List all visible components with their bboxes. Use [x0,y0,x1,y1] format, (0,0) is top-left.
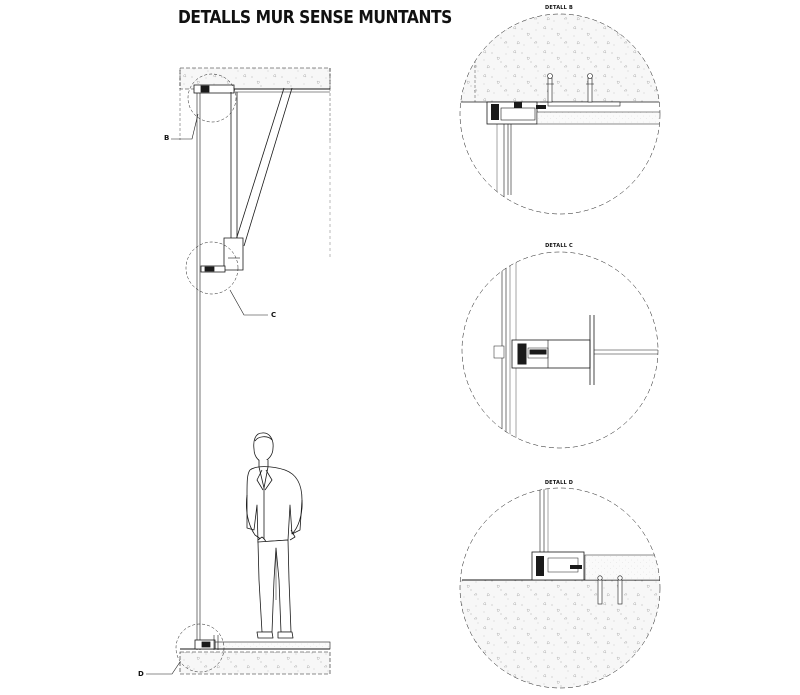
detail-c-title: DETALL C [545,243,573,249]
callout-circle-c [185,241,239,295]
detail-d-title: DETALL D [544,480,574,486]
leader-c [229,289,268,316]
detail-b-title: DETALL B [545,5,573,11]
bottom-slab [179,651,331,675]
page-title: DETALLS MUR SENSE MUNTANTS [178,7,452,28]
leader-b [171,113,199,140]
detail-d-group [460,488,660,688]
callout-circle-d [175,623,225,673]
detail-c-circle [461,251,659,449]
callout-label-c: C [271,311,277,319]
leader-d [146,661,181,675]
main-section [146,67,331,675]
detail-b-circle [459,13,661,215]
person-figure [246,432,303,639]
detail-d-circle [459,487,661,689]
detail-c-group [493,252,658,448]
detail-b-group [460,14,660,214]
callout-circle-b [187,73,237,123]
callout-label-d: D [138,670,144,678]
callout-label-b: B [164,134,170,142]
